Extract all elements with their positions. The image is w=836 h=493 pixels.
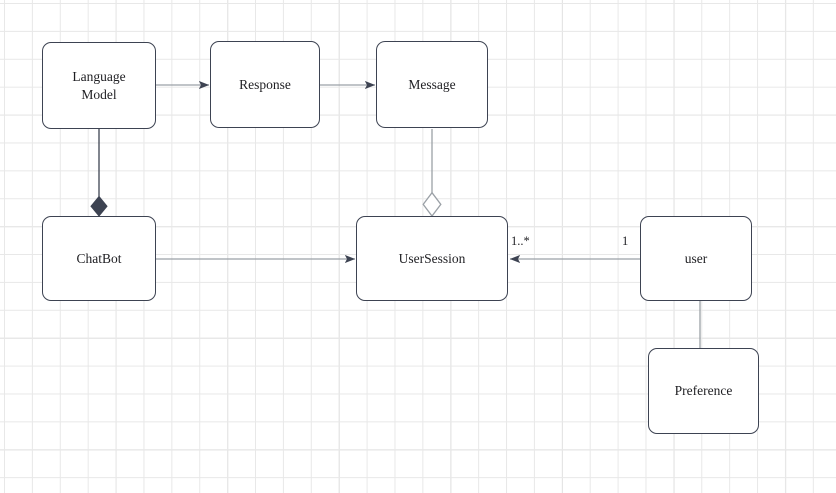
- node-chatbot-label: ChatBot: [76, 250, 122, 266]
- node-language-model[interactable]: Language Model: [42, 42, 156, 129]
- node-user-label: user: [684, 250, 708, 266]
- node-usersession-label: UserSession: [398, 250, 466, 266]
- node-message[interactable]: Message: [376, 41, 488, 128]
- node-preference[interactable]: Preference: [648, 348, 759, 434]
- node-language-model-label: Language Model: [72, 68, 126, 102]
- multiplicity-usersession: 1..*: [511, 234, 530, 248]
- node-response[interactable]: Response: [210, 41, 320, 128]
- multiplicity-user: 1: [622, 234, 629, 248]
- node-user[interactable]: user: [640, 216, 752, 301]
- node-response-label: Response: [239, 76, 291, 92]
- node-chatbot[interactable]: ChatBot: [42, 216, 156, 301]
- node-preference-label: Preference: [674, 383, 733, 399]
- node-message-label: Message: [408, 76, 456, 92]
- node-usersession[interactable]: UserSession: [356, 216, 508, 301]
